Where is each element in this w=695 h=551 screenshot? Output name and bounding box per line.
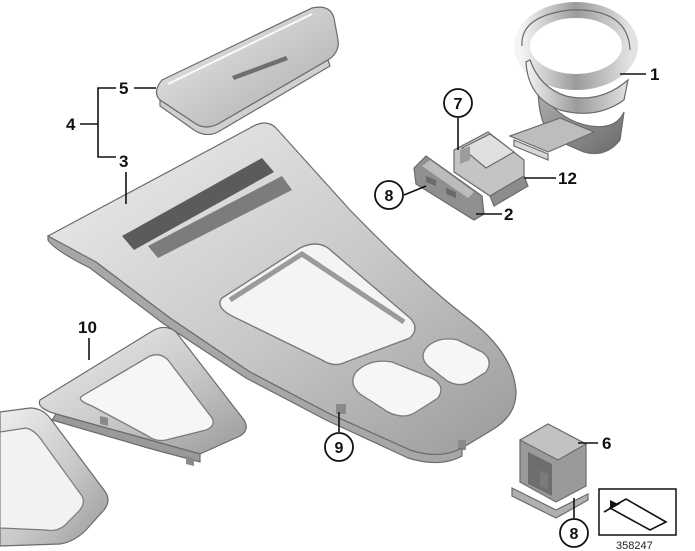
callout-6: 6 [602, 434, 611, 453]
callout-9: 9 [335, 440, 344, 457]
callout-9-circle: 9 [324, 432, 354, 462]
callout-8a: 8 [385, 188, 394, 205]
leader-bracket-4 [80, 87, 116, 158]
part-partial-trim [0, 407, 109, 547]
callout-7: 7 [454, 96, 463, 113]
callout-7-circle: 7 [443, 88, 473, 118]
part-console-trim [46, 122, 517, 464]
callout-8a-circle: 8 [374, 180, 404, 210]
callout-8b-circle: 8 [559, 518, 589, 548]
callout-8b: 8 [570, 526, 579, 543]
callout-3: 3 [119, 152, 128, 171]
callout-1: 1 [650, 65, 659, 84]
callout-4: 4 [66, 115, 76, 134]
callout-10: 10 [78, 318, 97, 337]
part-cup-holder [508, 2, 638, 161]
strip-arrow-symbol-icon [598, 488, 677, 536]
reference-number: 358247 [616, 540, 653, 551]
part-cover-lid [155, 6, 339, 136]
leader-line-8a [403, 185, 427, 196]
part-actuator [511, 423, 589, 519]
callout-5: 5 [119, 79, 128, 98]
part-bracket [453, 131, 529, 207]
callout-2: 2 [504, 205, 513, 224]
part-switch-module [413, 155, 485, 221]
leader-lines [80, 73, 646, 518]
part-shifter-ring [38, 326, 247, 466]
callout-12: 12 [558, 169, 577, 188]
